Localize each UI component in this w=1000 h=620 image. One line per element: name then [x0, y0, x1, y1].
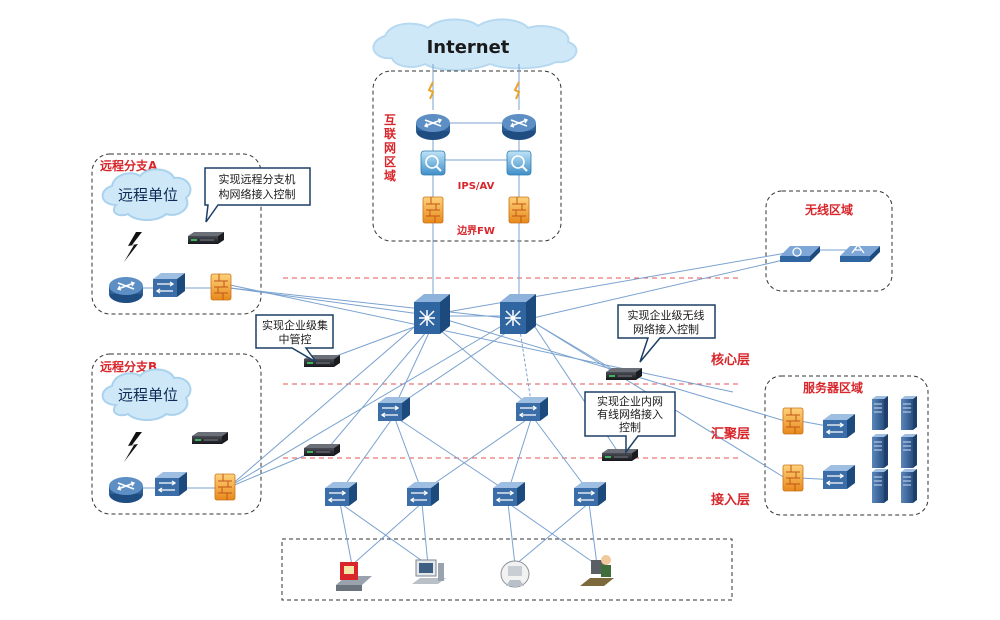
server-icon [871, 468, 889, 504]
internet-zone-title-char-2: 联 [384, 127, 396, 141]
wireless-access-control-callout: 实现企业级无线 网络接入控制 [617, 304, 716, 363]
branch-switch-icon [152, 272, 186, 298]
aggregation-layer-label: 汇聚层 [711, 427, 750, 442]
wan-link-bolt-icon [124, 432, 142, 462]
server-switch-icon [822, 413, 856, 439]
server-icon [900, 468, 918, 504]
access-point-icon [840, 243, 880, 262]
server-icon [900, 433, 918, 469]
internet-zone-title-char-3: 网 [384, 141, 396, 155]
internet-cloud: Internet [372, 18, 578, 71]
aggregation-switch-icon [515, 396, 549, 422]
remote-unit-label: 远程单位 [118, 186, 178, 204]
server-icon [871, 395, 889, 431]
internet-zone-title-char-1: 互 [384, 113, 396, 127]
ip-phone-icon [500, 560, 530, 588]
callout-line: 实现企业内网 [597, 394, 663, 408]
internet-link-connector-icon [427, 81, 521, 100]
callout-line: 控制 [619, 420, 641, 434]
remote-unit-cloud: 远程单位 [101, 368, 192, 421]
branch-b-title: 远程分支B [100, 359, 157, 374]
wireless-zone-title: 无线区域 [804, 202, 853, 217]
branch-a-box [91, 153, 262, 315]
access-layer-label: 接入层 [711, 492, 750, 508]
callout-line: 中管控 [279, 332, 312, 346]
server-icon [871, 433, 889, 469]
branch-a-title: 远程分支A [100, 158, 158, 173]
remote-unit-cloud: 远程单位 [101, 168, 192, 221]
server-icon [900, 395, 918, 431]
nac-appliance-icon [188, 232, 224, 244]
wireless-controller-icon [780, 246, 820, 262]
wan-link-bolt-icon [124, 232, 142, 262]
desktop-pc-icon [412, 559, 446, 584]
ips-av-icon [506, 150, 532, 176]
internet-zone-box [372, 70, 562, 242]
core-layer-label: 核心层 [711, 352, 750, 368]
central-management-callout: 实现企业级集 中管控 [255, 314, 334, 363]
branch-router-icon [108, 476, 144, 504]
branch-b-box [91, 353, 262, 515]
internet-label: Internet [427, 37, 510, 58]
network-links [126, 64, 852, 566]
wired-access-control-callout: 实现企业内网 有线网络接入 控制 [584, 391, 676, 455]
wireless-zone-box [765, 190, 893, 292]
server-firewall-icon [782, 407, 804, 435]
core-switch-icon [413, 293, 451, 335]
core-switch-icon [499, 293, 537, 335]
edge-router-icon [501, 113, 537, 141]
terminal-zone-box [281, 538, 733, 601]
callout-line: 实现远程分支机 [219, 172, 296, 186]
callout-line: 构网络接入控制 [219, 187, 296, 201]
access-switch-icon [573, 481, 607, 507]
access-switch-icon [324, 481, 358, 507]
server-firewall-icon [782, 464, 804, 492]
ips-av-icon [420, 150, 446, 176]
callout-line: 有线网络接入 [597, 407, 663, 421]
branch-router-icon [108, 276, 144, 304]
workstation-user-icon [580, 555, 614, 586]
printer-terminal-icon [336, 562, 372, 591]
server-zone-box [764, 375, 929, 516]
access-switch-icon [492, 481, 526, 507]
border-firewall-label: 边界FW [456, 224, 495, 237]
branch-firewall-icon [210, 273, 232, 301]
access-switch-icon [406, 481, 440, 507]
branch-access-control-callout: 实现远程分支机 构网络接入控制 [204, 167, 311, 223]
branch-switch-icon [154, 471, 188, 497]
ips-av-label: IPS/AV [458, 181, 495, 192]
border-firewall-icon [508, 196, 530, 224]
nac-appliance-icon [192, 432, 228, 444]
branch-firewall-icon [214, 473, 236, 501]
server-zone-title: 服务器区域 [803, 380, 863, 395]
nac-appliance-icon [606, 368, 642, 380]
callout-line: 实现企业级集 [262, 318, 328, 332]
remote-unit-label: 远程单位 [118, 386, 178, 404]
border-firewall-icon [422, 196, 444, 224]
callout-line: 网络接入控制 [633, 322, 699, 336]
callout-line: 实现企业级无线 [628, 308, 705, 322]
internet-zone-title-char-5: 域 [384, 168, 396, 183]
nac-appliance-icon [602, 449, 638, 461]
nac-appliance-icon [304, 444, 340, 456]
internet-zone-title-char-4: 区 [384, 155, 396, 169]
server-switch-icon [822, 464, 856, 490]
aggregation-switch-icon [377, 396, 411, 422]
edge-router-icon [415, 113, 451, 141]
